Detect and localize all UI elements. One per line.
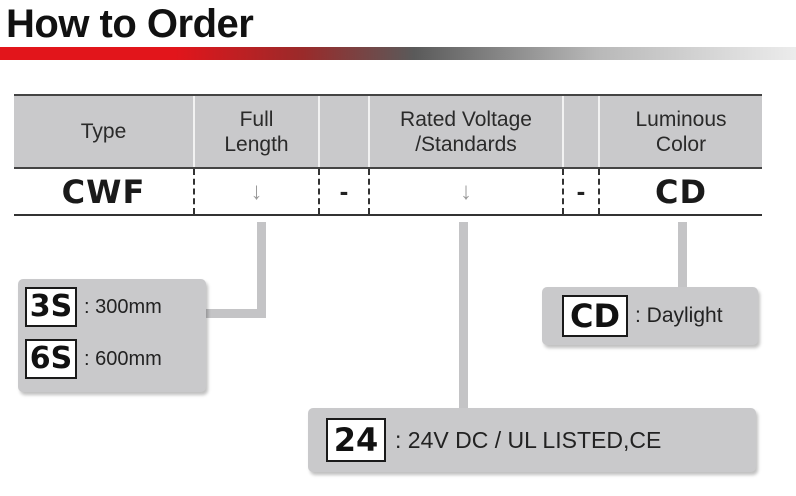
length-options-box: 3S : 300mm 6S : 600mm bbox=[18, 279, 206, 392]
color-option-code: CD bbox=[562, 295, 628, 337]
color-connector bbox=[678, 222, 687, 288]
length-connector-horizontal bbox=[205, 309, 266, 318]
down-arrow-icon: ↓ bbox=[460, 177, 472, 205]
voltage-code: 24 bbox=[326, 418, 386, 462]
color-code: CD bbox=[654, 172, 708, 211]
order-code-table: Type Full Length Rated Voltage /Standard… bbox=[14, 94, 762, 216]
page-title: How to Order bbox=[6, 2, 254, 46]
separator-cell-2: - bbox=[564, 169, 600, 214]
length-option-600: 6S : 600mm bbox=[25, 339, 162, 379]
color-cell: CD bbox=[600, 169, 762, 214]
length-desc: : 300mm bbox=[84, 295, 162, 318]
voltage-connector bbox=[459, 222, 468, 410]
separator-dash: - bbox=[576, 176, 586, 206]
separator-cell-1: - bbox=[320, 169, 370, 214]
full-length-cell: ↓ bbox=[195, 169, 320, 214]
color-option-daylight: CD : Daylight bbox=[562, 295, 723, 337]
length-connector-vertical bbox=[257, 222, 266, 318]
voltage-option-24: 24 : 24V DC / UL LISTED,CE bbox=[326, 418, 661, 462]
length-desc: : 600mm bbox=[84, 347, 162, 370]
header-rated-voltage: Rated Voltage /Standards bbox=[370, 96, 564, 167]
separator-dash: - bbox=[339, 176, 349, 206]
length-option-300: 3S : 300mm bbox=[25, 287, 162, 327]
length-code: 3S bbox=[25, 287, 77, 327]
type-cell: CWF bbox=[14, 169, 195, 214]
type-code: CWF bbox=[61, 172, 146, 211]
header-separator-2 bbox=[564, 96, 600, 167]
header-full-length: Full Length bbox=[195, 96, 320, 167]
voltage-desc: : 24V DC / UL LISTED,CE bbox=[395, 426, 662, 453]
table-header-row: Type Full Length Rated Voltage /Standard… bbox=[14, 94, 762, 169]
header-type: Type bbox=[14, 96, 195, 167]
color-option-desc: : Daylight bbox=[635, 304, 723, 327]
down-arrow-icon: ↓ bbox=[250, 177, 263, 205]
color-options-box: CD : Daylight bbox=[542, 287, 758, 345]
voltage-cell: ↓ bbox=[370, 169, 564, 214]
voltage-options-box: 24 : 24V DC / UL LISTED,CE bbox=[308, 408, 756, 472]
length-code: 6S bbox=[25, 339, 77, 379]
header-separator-1 bbox=[320, 96, 370, 167]
title-underline-bar bbox=[0, 47, 796, 60]
header-luminous-color: Luminous Color bbox=[635, 107, 727, 156]
table-code-row: CWF ↓ - ↓ - CD bbox=[14, 169, 762, 216]
